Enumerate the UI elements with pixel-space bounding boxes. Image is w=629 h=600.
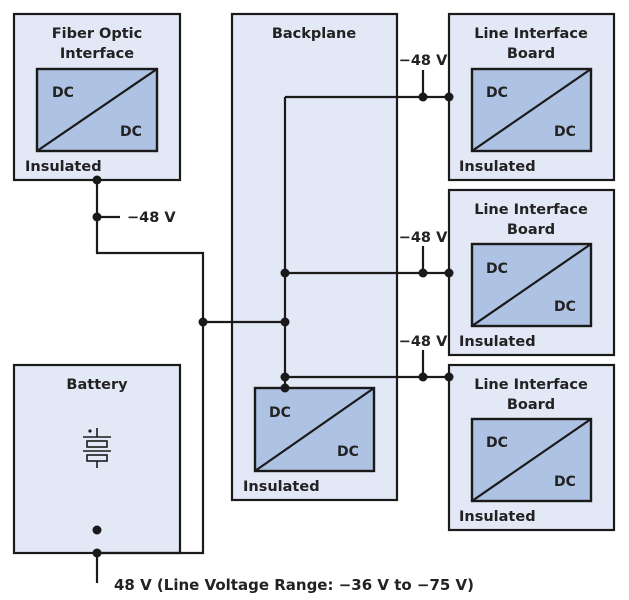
converter-output-label: DC: [554, 299, 576, 315]
board-2-voltage-label: −48 V: [399, 230, 448, 246]
board-title-line1: Line Interface: [474, 26, 588, 42]
board-3-voltage-label: −48 V: [399, 334, 448, 350]
line-interface-board-2: Line Interface Board DC DC Insulated: [447, 188, 616, 357]
dc-dc-converter-icon: [470, 242, 593, 328]
converter-input-label: DC: [486, 435, 508, 451]
converter-input-label: DC: [269, 405, 291, 421]
dc-dc-converter-icon: [253, 386, 376, 473]
fiber-voltage-label: −48 V: [127, 210, 176, 226]
line-interface-board-3: Line Interface Board DC DC Insulated: [447, 363, 616, 532]
insulated-label: Insulated: [459, 159, 536, 175]
backplane-title: Backplane: [272, 26, 357, 42]
board-title-line1: Line Interface: [474, 377, 588, 393]
dc-dc-converter-icon: [470, 67, 593, 153]
dc-dc-converter-icon: [470, 417, 593, 503]
fiber-optic-title-line2: Interface: [60, 46, 134, 62]
insulated-label: Insulated: [243, 479, 320, 495]
fiber-to-battery-wire: [95, 180, 205, 555]
converter-input-label: DC: [486, 261, 508, 277]
backplane-block: Backplane DC DC Insulated: [230, 12, 399, 502]
insulated-label: Insulated: [459, 509, 536, 525]
wiring: [92, 70, 454, 583]
converter-output-label: DC: [120, 124, 142, 140]
junction-dots: [92, 92, 454, 558]
converter-output-label: DC: [554, 124, 576, 140]
supply-voltage-caption: 48 V (Line Voltage Range: −36 V to −75 V…: [114, 576, 474, 594]
fiber-optic-interface-block: Fiber Optic Interface DC DC Insulated: [12, 12, 182, 182]
dc-dc-converter-icon: [35, 67, 159, 153]
line-interface-board-1: Line Interface Board DC DC Insulated: [447, 12, 616, 182]
converter-output-label: DC: [554, 474, 576, 490]
board-1-voltage-label: −48 V: [399, 53, 448, 69]
battery-box: [12, 363, 182, 555]
board-title-line2: Board: [507, 222, 555, 238]
board-title-line2: Board: [507, 397, 555, 413]
insulated-label: Insulated: [25, 159, 102, 175]
board-title-line1: Line Interface: [474, 202, 588, 218]
converter-output-label: DC: [337, 444, 359, 460]
converter-input-label: DC: [486, 85, 508, 101]
battery-block: Battery: [12, 363, 182, 555]
fiber-optic-title-line1: Fiber Optic: [52, 26, 143, 42]
board-title-line2: Board: [507, 46, 555, 62]
converter-input-label: DC: [52, 85, 74, 101]
battery-icon: [83, 428, 111, 468]
insulated-label: Insulated: [459, 334, 536, 350]
battery-title: Battery: [66, 377, 128, 393]
